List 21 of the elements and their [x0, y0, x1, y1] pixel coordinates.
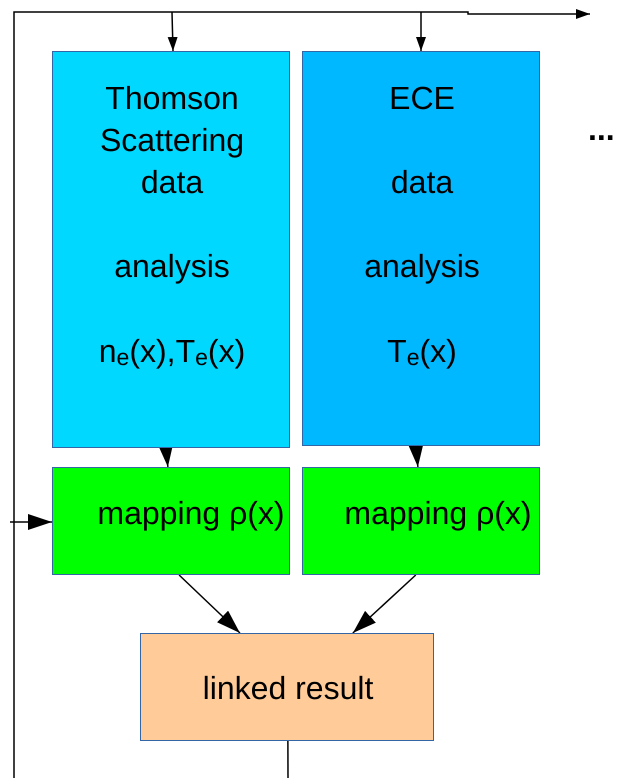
node-label: ECE — [388, 79, 456, 118]
arrow — [168, 12, 178, 52]
process-box — [302, 51, 540, 446]
node-label: data — [390, 163, 454, 202]
node-label: n$_{e}$(x),T$_{e}$(x) — [98, 332, 246, 372]
node-label: T$_{e}$(x) — [386, 332, 458, 372]
node-label: mapping ρ(x) — [343, 494, 533, 533]
arrow — [352, 574, 416, 634]
arrow — [10, 514, 52, 530]
mapping-box — [302, 467, 540, 575]
node-label: linked result — [202, 669, 374, 708]
node-label: analysis — [363, 247, 481, 286]
arrow — [416, 12, 426, 51]
ellipsis-label: ... — [588, 112, 615, 146]
mapping-box — [52, 467, 290, 575]
result-box — [140, 633, 434, 741]
arrow — [178, 574, 240, 634]
node-label: Thomson Scattering data — [98, 79, 246, 202]
node-label: analysis — [113, 247, 231, 286]
process-box — [52, 51, 290, 448]
node-label: mapping ρ(x) — [96, 494, 286, 533]
